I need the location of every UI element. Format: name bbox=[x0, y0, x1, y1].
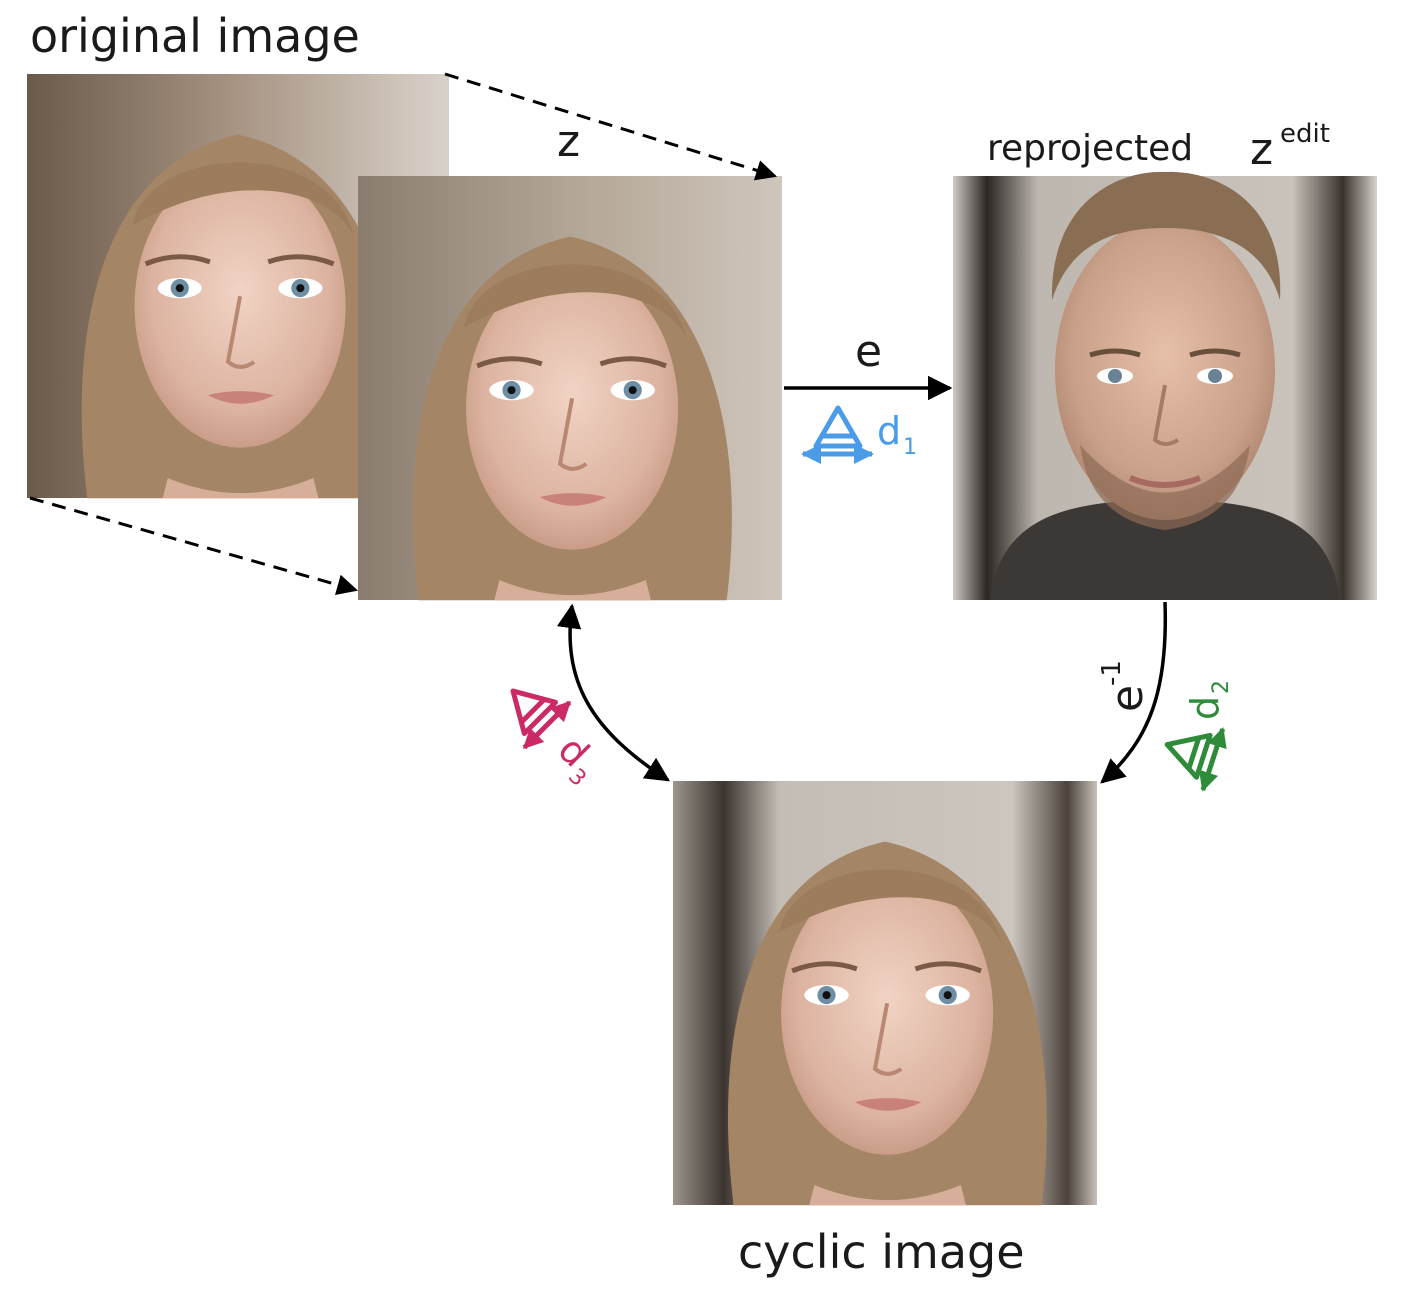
latent-z-label: z bbox=[557, 116, 580, 167]
distance-measure-icon bbox=[1164, 727, 1227, 792]
projection-line-bottom bbox=[29, 496, 359, 595]
inverse-e-label: e bbox=[1102, 685, 1153, 712]
cycle-compare-arrow bbox=[556, 603, 671, 782]
edited-image-photo bbox=[953, 171, 1377, 600]
cyclic-image-photo bbox=[673, 781, 1097, 1205]
edit-e-label: e bbox=[855, 326, 882, 377]
distance-measure-icon bbox=[801, 405, 874, 464]
original-image-label: original image bbox=[30, 9, 360, 63]
z-edit-superscript: edit bbox=[1280, 119, 1330, 149]
distance-d1-label: d bbox=[877, 409, 901, 453]
distance-d2-subscript: 2 bbox=[1209, 680, 1234, 694]
reconstructed-image-photo bbox=[358, 176, 782, 600]
projection-line-top bbox=[444, 72, 778, 181]
distance-measure-icon bbox=[510, 688, 572, 750]
reprojected-label: reprojected bbox=[987, 128, 1193, 169]
inverse-edit-arrow bbox=[1100, 601, 1168, 784]
cyclic-image-label: cyclic image bbox=[738, 1225, 1025, 1279]
distance-d1-subscript: 1 bbox=[903, 435, 917, 460]
distance-d3-label: d bbox=[550, 727, 598, 775]
z-edit-label: z bbox=[1250, 124, 1273, 175]
distance-d2-label: d bbox=[1183, 696, 1227, 720]
inverse-e-superscript: -1 bbox=[1097, 660, 1127, 686]
